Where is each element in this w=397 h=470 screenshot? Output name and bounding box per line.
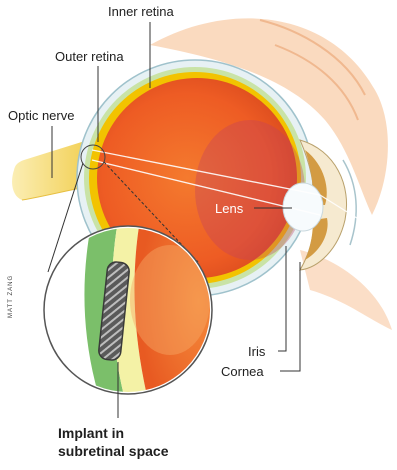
lens-label: Lens — [215, 201, 243, 216]
outer-retina-label: Outer retina — [55, 49, 124, 64]
iris-label: Iris — [248, 344, 265, 359]
implant-label-line1: Implant in — [58, 425, 124, 442]
cornea-label: Cornea — [221, 364, 264, 379]
implant-label-line2: subretinal space — [58, 443, 169, 460]
inner-retina-label: Inner retina — [108, 4, 174, 19]
optic-nerve-label: Optic nerve — [8, 108, 74, 123]
illustrator-credit: MATT ZANG — [8, 275, 14, 318]
